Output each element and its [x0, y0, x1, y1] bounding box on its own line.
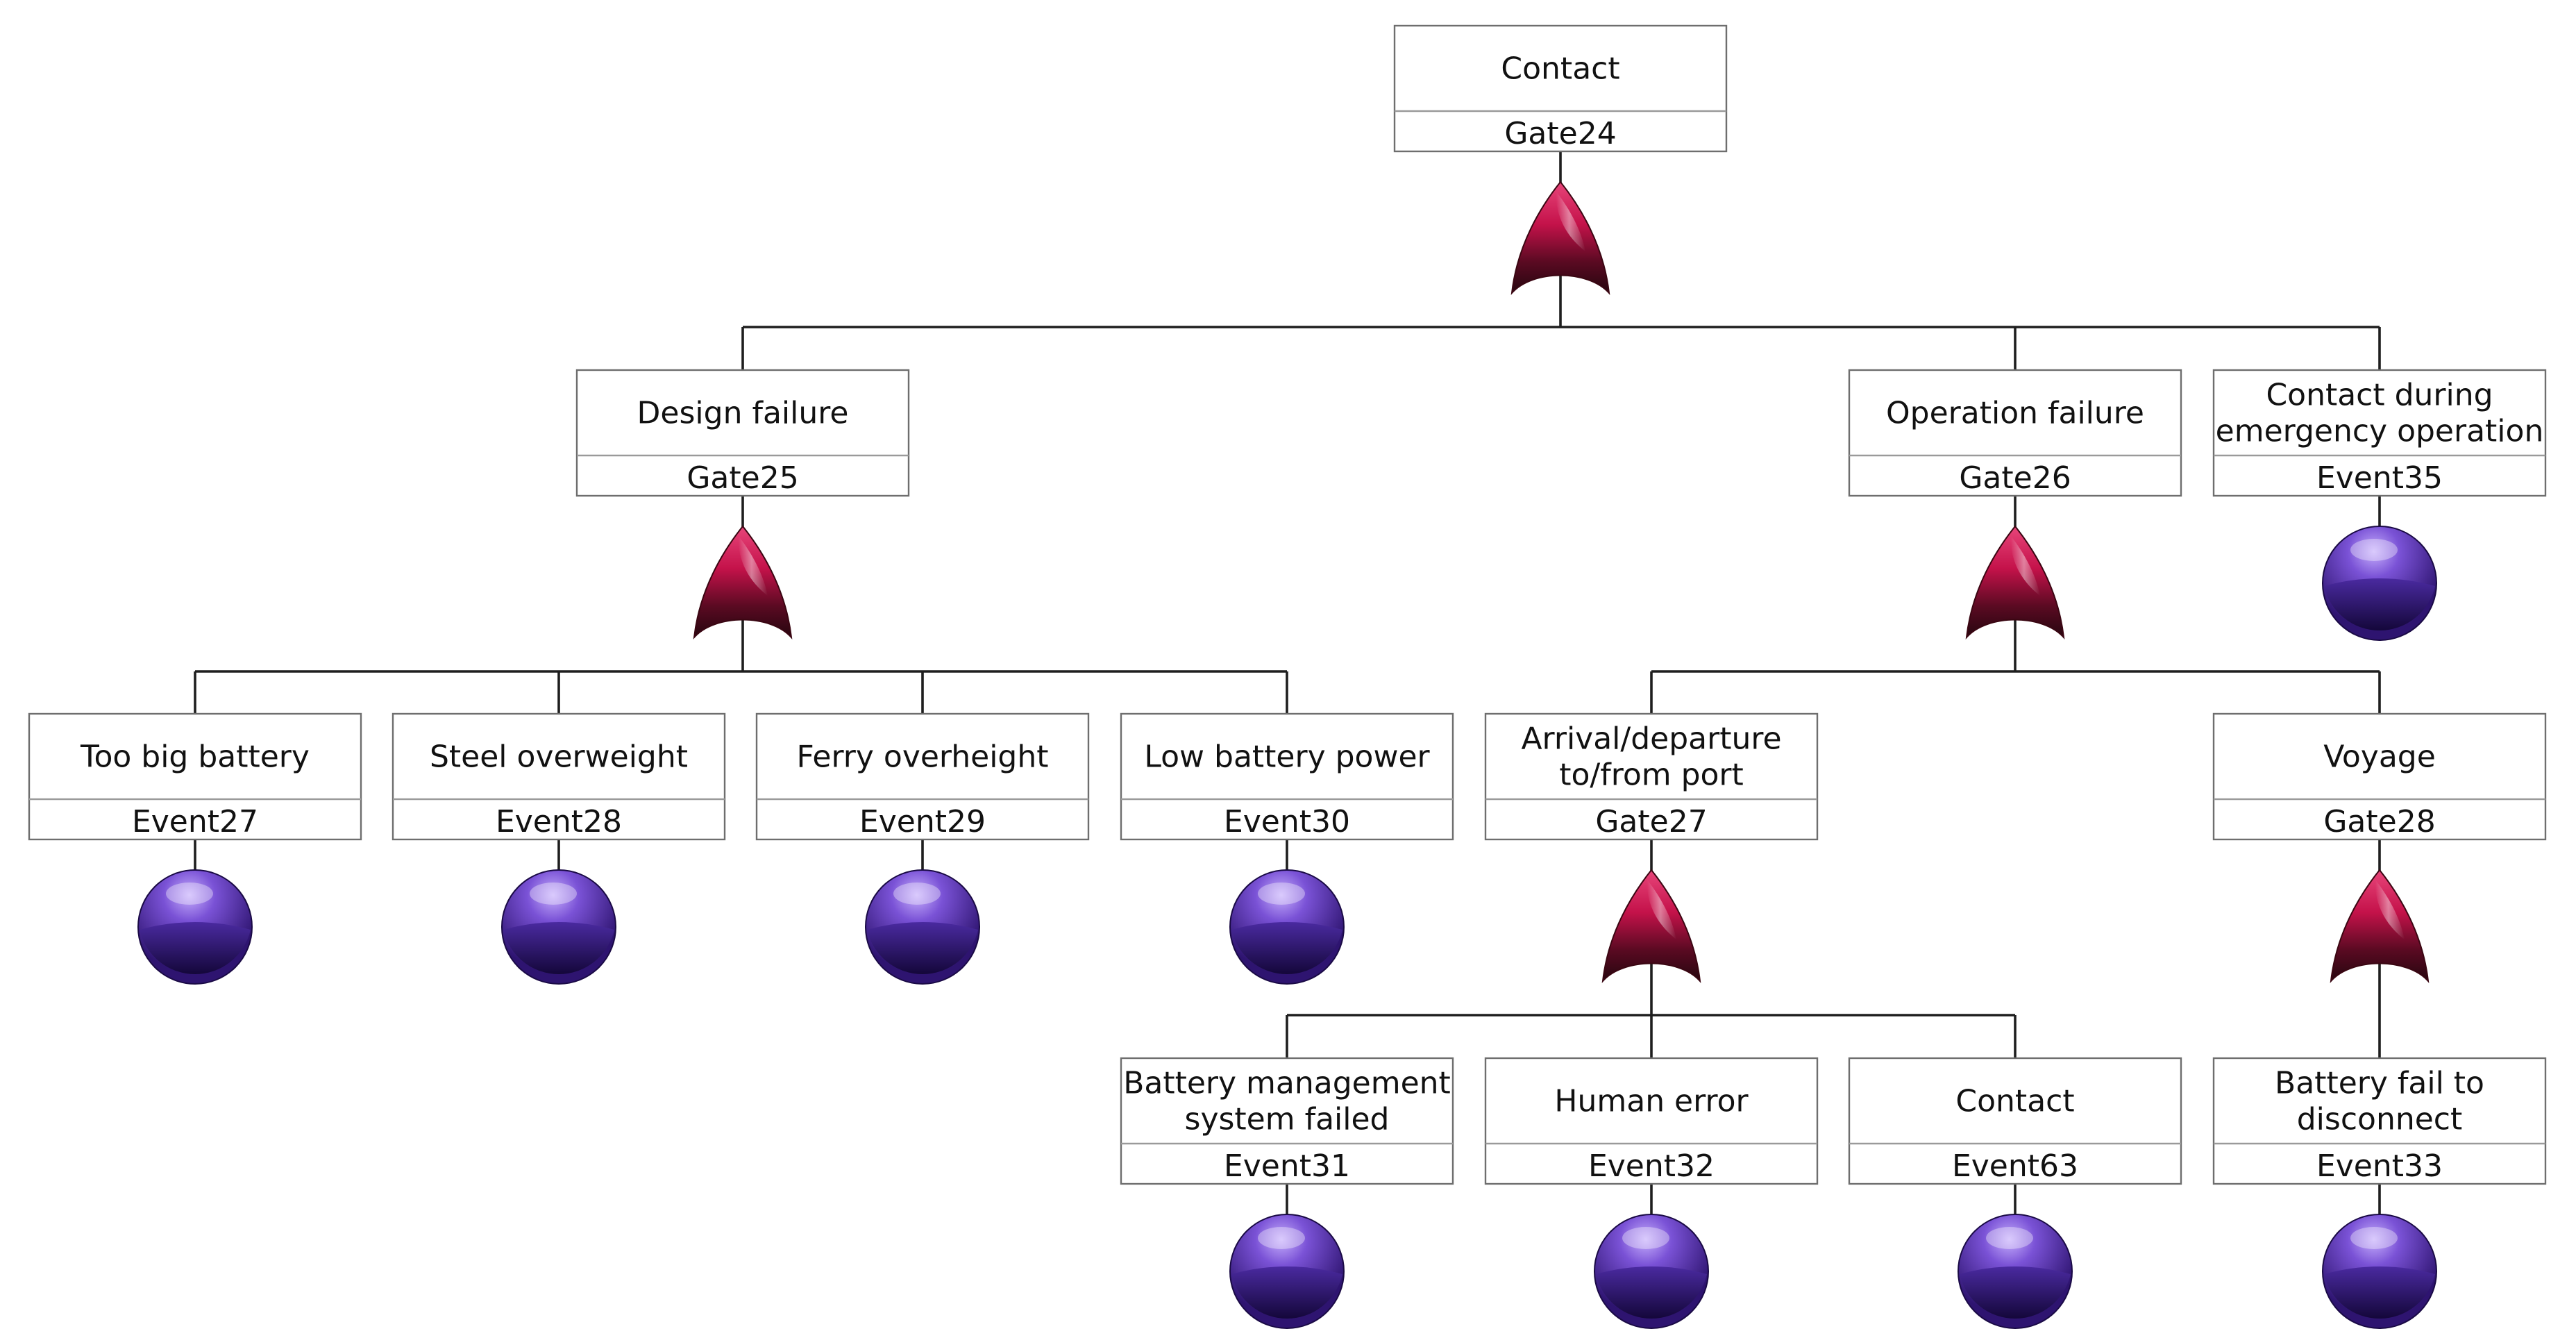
event30-basic-event-icon: [1229, 869, 1345, 985]
node-symbols: [137, 181, 2437, 1329]
node-label: Ferry overheight: [797, 739, 1049, 775]
gate24-or-gate-icon: [1510, 181, 1610, 296]
node-code: Event33: [2316, 1148, 2443, 1184]
node-label: disconnect: [2297, 1102, 2462, 1137]
event32-basic-event-icon: [1594, 1214, 1709, 1329]
node-code: Event32: [1588, 1148, 1715, 1184]
node-label: Steel overweight: [430, 739, 688, 775]
node-code: Gate26: [1959, 460, 2071, 496]
node-label: Arrival/departure: [1521, 721, 1781, 757]
node-label: emergency operation: [2216, 414, 2544, 449]
node-box: [1120, 712, 1454, 841]
node-code: Event63: [1952, 1148, 2078, 1184]
node-code: Event30: [1224, 804, 1350, 839]
node-code: Event35: [2316, 460, 2443, 496]
node-box: [1484, 1057, 1819, 1185]
node-label: Battery management: [1123, 1066, 1451, 1101]
node-code: Gate27: [1595, 804, 1707, 839]
node-code: Gate25: [687, 460, 798, 496]
event29-basic-event-icon: [865, 869, 980, 985]
node-label: Design failure: [637, 396, 849, 431]
node-box: [2212, 369, 2547, 497]
node-label: Contact: [1955, 1084, 2074, 1119]
event31-basic-event-icon: [1229, 1214, 1345, 1329]
node-code: Gate24: [1504, 116, 1616, 151]
node-box: [575, 369, 910, 497]
node-box: [1484, 712, 1819, 841]
node-label: Contact during: [2266, 378, 2493, 413]
node-box: [755, 712, 1090, 841]
node-label: to/from port: [1559, 758, 1744, 793]
node-box: [1848, 1057, 2182, 1185]
node-label: Contact: [1501, 51, 1619, 87]
gate28-or-gate-icon: [2330, 869, 2430, 984]
node-label: Human error: [1554, 1084, 1749, 1119]
event27-basic-event-icon: [137, 869, 253, 985]
node-label: Battery fail to: [2275, 1066, 2484, 1101]
gate25-or-gate-icon: [693, 525, 793, 640]
node-code: Event27: [132, 804, 258, 839]
node-label: Operation failure: [1886, 396, 2144, 431]
event33-basic-event-icon: [2322, 1214, 2437, 1329]
node-code: Event28: [496, 804, 622, 839]
node-box: [1393, 24, 1728, 153]
node-box: [2212, 1057, 2547, 1185]
node-code: Event29: [859, 804, 986, 839]
node-box: [1120, 1057, 1454, 1185]
node-box: [2212, 712, 2547, 841]
node-code: Gate28: [2323, 804, 2435, 839]
event28-basic-event-icon: [501, 869, 616, 985]
node-box: [1848, 369, 2182, 497]
node-box: [28, 712, 362, 841]
node-box: [392, 712, 726, 841]
node-label: Voyage: [2323, 739, 2436, 775]
node-label: Too big battery: [80, 739, 310, 775]
event63-basic-event-icon: [1958, 1214, 2073, 1329]
event35-basic-event-icon: [2322, 526, 2437, 641]
gate26-or-gate-icon: [1965, 525, 2065, 640]
node-label: Low battery power: [1144, 739, 1430, 775]
node-code: Event31: [1224, 1148, 1350, 1184]
node-label: system failed: [1185, 1102, 1390, 1137]
gate27-or-gate-icon: [1601, 869, 1701, 984]
